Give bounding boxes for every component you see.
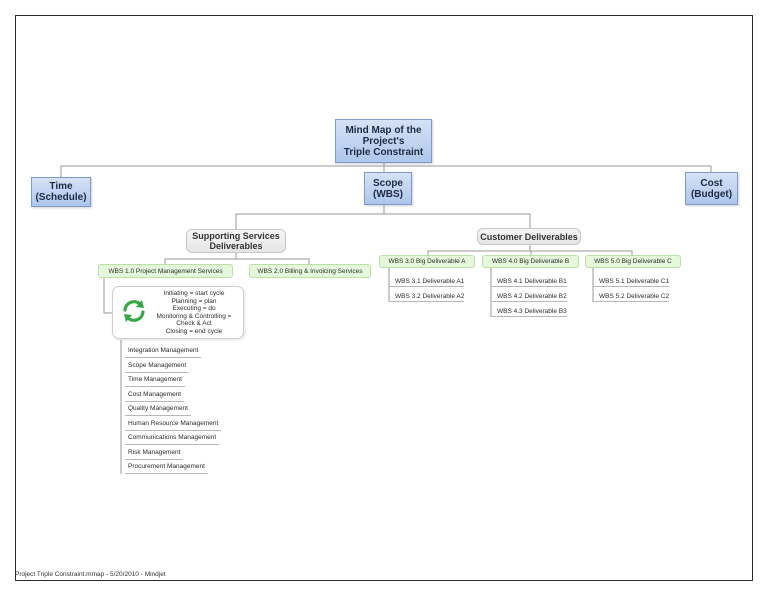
deliverable-label: WBS 4.2 Deliverable B2 xyxy=(497,293,567,300)
pm-area-label: Integration Management xyxy=(128,347,199,354)
supporting-services-line: Deliverables xyxy=(209,241,263,251)
pm-area-label: Cost Management xyxy=(128,391,182,398)
wbs-3-0-label: WBS 3.0 Big Deliverable A xyxy=(388,258,466,265)
deliverable-b3[interactable]: WBS 4.3 Deliverable B3 xyxy=(491,307,567,317)
customer-deliverables-label: Customer Deliverables xyxy=(480,231,578,242)
pm-area-label: Quality Management xyxy=(128,405,188,412)
pm-area-label: Risk Management xyxy=(128,449,181,456)
cycle-arrows-icon xyxy=(123,300,145,322)
wbs-3-0-topic[interactable]: WBS 3.0 Big Deliverable A xyxy=(379,255,475,268)
scope-topic-line: Scope xyxy=(372,177,403,189)
pm-area-item[interactable]: Procurement Management xyxy=(125,462,208,474)
cycle-note-line: Planning = plan xyxy=(171,297,217,305)
central-topic-line: Project's xyxy=(362,135,405,147)
wbs-4-0-label: WBS 4.0 Big Deliverable B xyxy=(491,258,570,265)
central-topic-line: Triple Constraint xyxy=(343,146,424,158)
deliverable-label: WBS 4.1 Deliverable B1 xyxy=(497,278,567,285)
process-cycle-note[interactable]: Initiating = start cycle Planning = plan… xyxy=(112,286,244,339)
pm-area-item[interactable]: Risk Management xyxy=(125,448,184,460)
deliverable-c2[interactable]: WBS 5.2 Deliverable C2 xyxy=(593,292,670,302)
cycle-note-line: Check & Act xyxy=(176,320,212,327)
pm-area-item[interactable]: Cost Management xyxy=(125,390,185,402)
pm-area-item[interactable]: Human Resource Management xyxy=(125,419,222,431)
deliverable-b1[interactable]: WBS 4.1 Deliverable B1 xyxy=(491,277,567,287)
deliverable-label: WBS 4.3 Deliverable B3 xyxy=(497,308,567,315)
wbs-4-0-topic[interactable]: WBS 4.0 Big Deliverable B xyxy=(482,255,579,268)
cycle-note-line: Executing = do xyxy=(172,305,216,312)
cost-topic[interactable]: Cost (Budget) xyxy=(685,172,738,205)
deliverable-a1[interactable]: WBS 3.1 Deliverable A1 xyxy=(389,277,465,287)
deliverable-b2[interactable]: WBS 4.2 Deliverable B2 xyxy=(491,292,567,302)
time-topic[interactable]: Time (Schedule) xyxy=(31,177,91,207)
pm-area-label: Procurement Management xyxy=(128,463,205,470)
scope-topic-line: (WBS) xyxy=(372,188,403,200)
customer-deliverables-topic[interactable]: Customer Deliverables xyxy=(477,228,581,245)
supporting-services-topic[interactable]: Supporting Services Deliverables xyxy=(186,229,286,253)
cycle-note-line: Closing = end cycle xyxy=(165,327,223,335)
wbs-5-0-topic[interactable]: WBS 5.0 Big Deliverable C xyxy=(585,255,681,268)
deliverable-c1[interactable]: WBS 5.1 Deliverable C1 xyxy=(593,277,670,287)
pm-area-label: Human Resource Management xyxy=(128,420,219,427)
pm-area-label: Communications Management xyxy=(128,434,217,441)
deliverable-label: WBS 5.1 Deliverable C1 xyxy=(599,278,670,285)
scope-topic[interactable]: Scope (WBS) xyxy=(364,172,412,205)
cycle-note-line: Initiating = start cycle xyxy=(163,290,225,297)
wbs-1-0-label: WBS 1.0 Project Management Services xyxy=(108,267,223,275)
deliverable-label: WBS 3.1 Deliverable A1 xyxy=(395,278,465,285)
wbs-5-0-label: WBS 5.0 Big Deliverable C xyxy=(594,258,672,265)
pm-area-item[interactable]: Time Management xyxy=(125,375,185,387)
wbs-2-0-label: WBS 2.0 Billing & Invoicing Services xyxy=(257,267,363,275)
cost-topic-line: (Budget) xyxy=(690,188,733,200)
pm-area-label: Time Management xyxy=(128,376,182,383)
cycle-note-line: Monitoring & Controlling = xyxy=(156,312,232,320)
central-topic-line: Mind Map of the xyxy=(345,124,422,136)
central-topic[interactable]: Mind Map of the Project's Triple Constra… xyxy=(335,119,432,163)
time-topic-line: (Schedule) xyxy=(35,192,87,203)
pm-area-item[interactable]: Integration Management xyxy=(125,346,202,358)
wbs-1-0-topic[interactable]: WBS 1.0 Project Management Services xyxy=(98,264,233,278)
time-topic-line: Time xyxy=(49,181,73,192)
print-footer: Project Triple Constraint.mmap - 5/20/20… xyxy=(15,571,166,578)
wbs-2-0-topic[interactable]: WBS 2.0 Billing & Invoicing Services xyxy=(249,264,371,278)
pm-area-label: Scope Management xyxy=(128,362,187,369)
deliverable-label: WBS 5.2 Deliverable C2 xyxy=(599,293,670,300)
cost-topic-line: Cost xyxy=(700,177,723,189)
pm-area-item[interactable]: Scope Management xyxy=(125,361,190,373)
pm-area-item[interactable]: Communications Management xyxy=(125,433,220,445)
deliverable-a2[interactable]: WBS 3.2 Deliverable A2 xyxy=(389,292,465,302)
pm-area-item[interactable]: Quality Management xyxy=(125,404,191,416)
deliverable-label: WBS 3.2 Deliverable A2 xyxy=(395,293,465,300)
supporting-services-line: Supporting Services xyxy=(192,231,280,241)
